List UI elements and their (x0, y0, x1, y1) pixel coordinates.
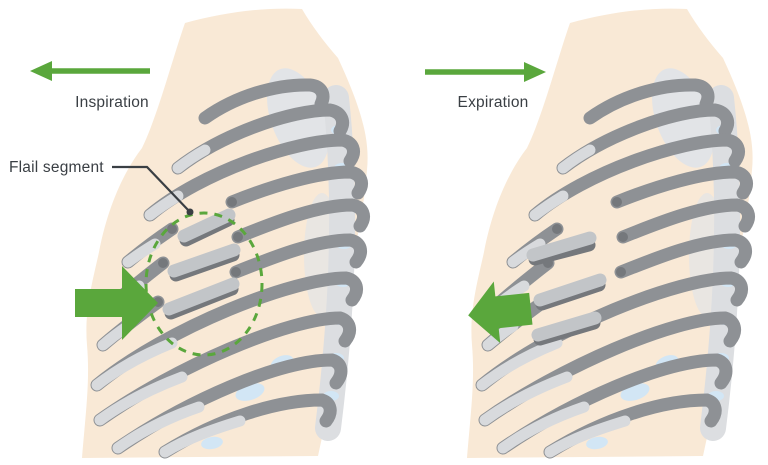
flail-segment-label: Flail segment (9, 159, 104, 176)
outward-block-arrow-icon (468, 281, 533, 344)
inward-block-arrow-icon (75, 266, 158, 340)
expiration-arrow-icon (425, 62, 546, 82)
inspiration-label: Inspiration (75, 94, 149, 111)
expiration-label: Expiration (458, 94, 529, 111)
inspiration-panel: Inspiration Flail segment (9, 9, 368, 458)
inspiration-arrow-icon (30, 61, 150, 81)
ribcage-left (82, 9, 368, 458)
ribcage-right-wrap (467, 9, 753, 458)
flail-segment-circle (144, 211, 264, 357)
flail-segments-displaced-outward (526, 231, 607, 346)
expiration-panel: Expiration (425, 9, 753, 458)
flail-segments-displaced-inward (162, 208, 241, 320)
ribcage-right (467, 9, 753, 458)
flail-segment-pointer (112, 165, 194, 216)
